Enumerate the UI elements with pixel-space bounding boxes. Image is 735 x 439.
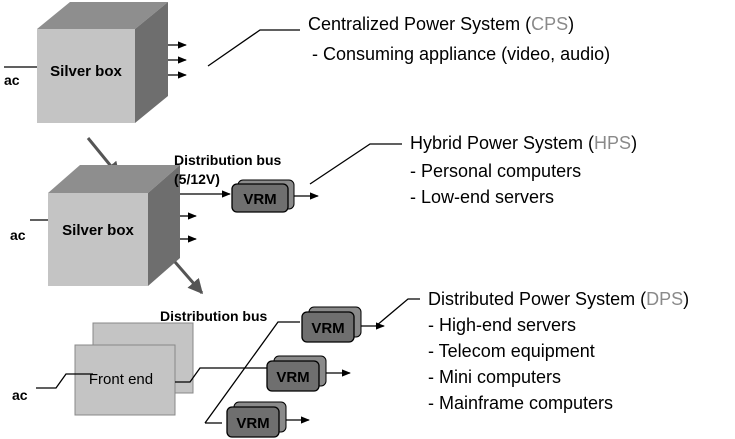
dps-vrm-3-label: VRM: [236, 415, 269, 432]
cps-output-arrows: [168, 41, 187, 79]
dps-item-1: - High-end servers: [428, 315, 576, 335]
dps-callout-line: [375, 298, 420, 327]
cps-silver-box: Silver box: [37, 2, 168, 123]
dps-vrm-2-label: VRM: [276, 369, 309, 386]
dps-vrm-1: VRM: [301, 306, 362, 343]
hps-item-1: - Personal computers: [410, 161, 581, 181]
hps-to-dps-arrow: [173, 261, 204, 295]
dps-frontend-output: [175, 367, 218, 383]
cps-item: - Consuming appliance (video, audio): [312, 44, 610, 64]
cps-title: Centralized Power System (CPS): [308, 14, 574, 34]
hps-bus-label: Distribution bus: [174, 152, 282, 168]
hps-output-arrows: [180, 212, 197, 243]
dps-frontend-label: Front end: [89, 371, 153, 388]
hps-vrm: VRM: [231, 179, 295, 213]
hps-callout-line: [309, 143, 402, 185]
dps-front-end: Front end: [74, 322, 194, 416]
hps-silver-box: Silver box: [48, 165, 180, 286]
hps-box-label: Silver box: [62, 222, 134, 239]
hps-bus-voltage: (5/12V): [174, 171, 220, 187]
cps-callout-line: [207, 29, 300, 67]
dps-bus-label: Distribution bus: [160, 308, 268, 324]
hps-item-2: - Low-end servers: [410, 187, 554, 207]
dps-vrm-1-label: VRM: [311, 320, 344, 337]
dps-item-4: - Mainframe computers: [428, 393, 613, 413]
hps-vrm-label: VRM: [243, 191, 276, 208]
dps-item-2: - Telecom equipment: [428, 341, 595, 361]
hps-ac-label: ac: [10, 227, 26, 243]
dps-ac-line: [36, 373, 93, 389]
dps-ac-label: ac: [12, 387, 28, 403]
dps-item-3: - Mini computers: [428, 367, 561, 387]
dps-vrm-2: VRM: [266, 355, 327, 392]
dps-vrm-3: VRM: [226, 401, 287, 438]
dps-bus-upper: [204, 321, 300, 424]
hps-title: Hybrid Power System (HPS): [410, 133, 637, 153]
cps-box-label: Silver box: [50, 63, 122, 80]
cps-ac-label: ac: [4, 72, 20, 88]
dps-title: Distributed Power System (DPS): [428, 289, 689, 309]
